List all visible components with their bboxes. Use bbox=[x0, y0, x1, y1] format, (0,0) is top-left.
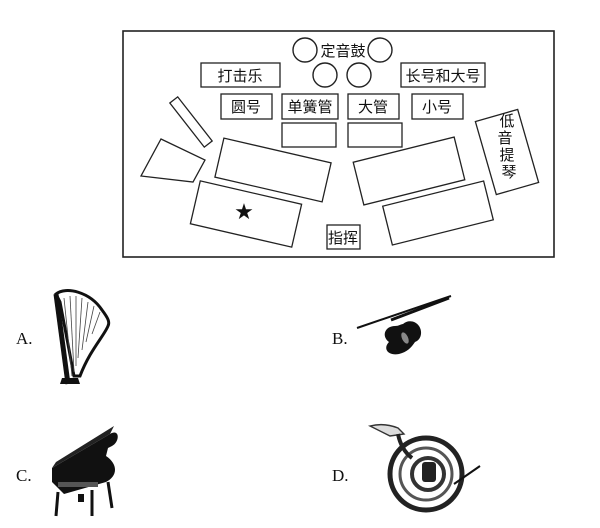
strings-desk-left-lower bbox=[189, 180, 303, 248]
violin-icon bbox=[356, 295, 452, 355]
timpani-drum bbox=[367, 37, 393, 63]
double-bass-box bbox=[474, 108, 540, 196]
french-horn-icon bbox=[367, 423, 481, 513]
timpani-label: 定音鼓 bbox=[320, 42, 365, 60]
strings-desk-right-lower bbox=[381, 180, 495, 246]
trombone-tuba-label: 长号和大号 bbox=[405, 67, 480, 85]
double-bass-label-char: 提 bbox=[499, 146, 514, 164]
stage-frame bbox=[122, 30, 555, 258]
star-marker: ★ bbox=[234, 200, 254, 225]
timpani-drum bbox=[292, 37, 318, 63]
timpani-drum bbox=[346, 62, 372, 88]
trumpet-box bbox=[411, 93, 464, 120]
bassoon-label: 大管 bbox=[358, 98, 388, 116]
harp-icon bbox=[53, 289, 111, 385]
harp-position bbox=[168, 95, 214, 149]
strings-desk-left-upper bbox=[214, 137, 332, 203]
conductor-label: 指挥 bbox=[328, 229, 358, 247]
option-b-letter: B. bbox=[332, 329, 348, 348]
bassoon-box bbox=[347, 93, 400, 120]
double-bass-label-char: 音 bbox=[497, 129, 512, 147]
horn-box bbox=[220, 93, 273, 120]
left-desk bbox=[139, 138, 206, 183]
conductor-box bbox=[326, 224, 361, 250]
clarinet-box bbox=[281, 93, 339, 120]
wind-desk-empty bbox=[347, 122, 403, 148]
grand-piano-icon bbox=[52, 426, 118, 517]
percussion-box bbox=[200, 62, 281, 88]
double-bass-label-char: 低 bbox=[499, 112, 514, 130]
trumpet-label: 小号 bbox=[422, 98, 452, 116]
double-bass-label-char: 琴 bbox=[501, 163, 516, 181]
option-c-letter: C. bbox=[16, 466, 32, 485]
wind-desk-empty bbox=[281, 122, 337, 148]
option-d-letter: D. bbox=[332, 466, 349, 485]
horn-label: 圆号 bbox=[231, 98, 261, 116]
strings-desk-right-upper bbox=[352, 136, 466, 206]
trombone-tuba-box bbox=[400, 62, 486, 88]
clarinet-label: 单簧管 bbox=[287, 98, 332, 116]
percussion-label: 打击乐 bbox=[217, 67, 262, 85]
timpani-drum bbox=[312, 62, 338, 88]
option-a-letter: A. bbox=[16, 329, 33, 348]
